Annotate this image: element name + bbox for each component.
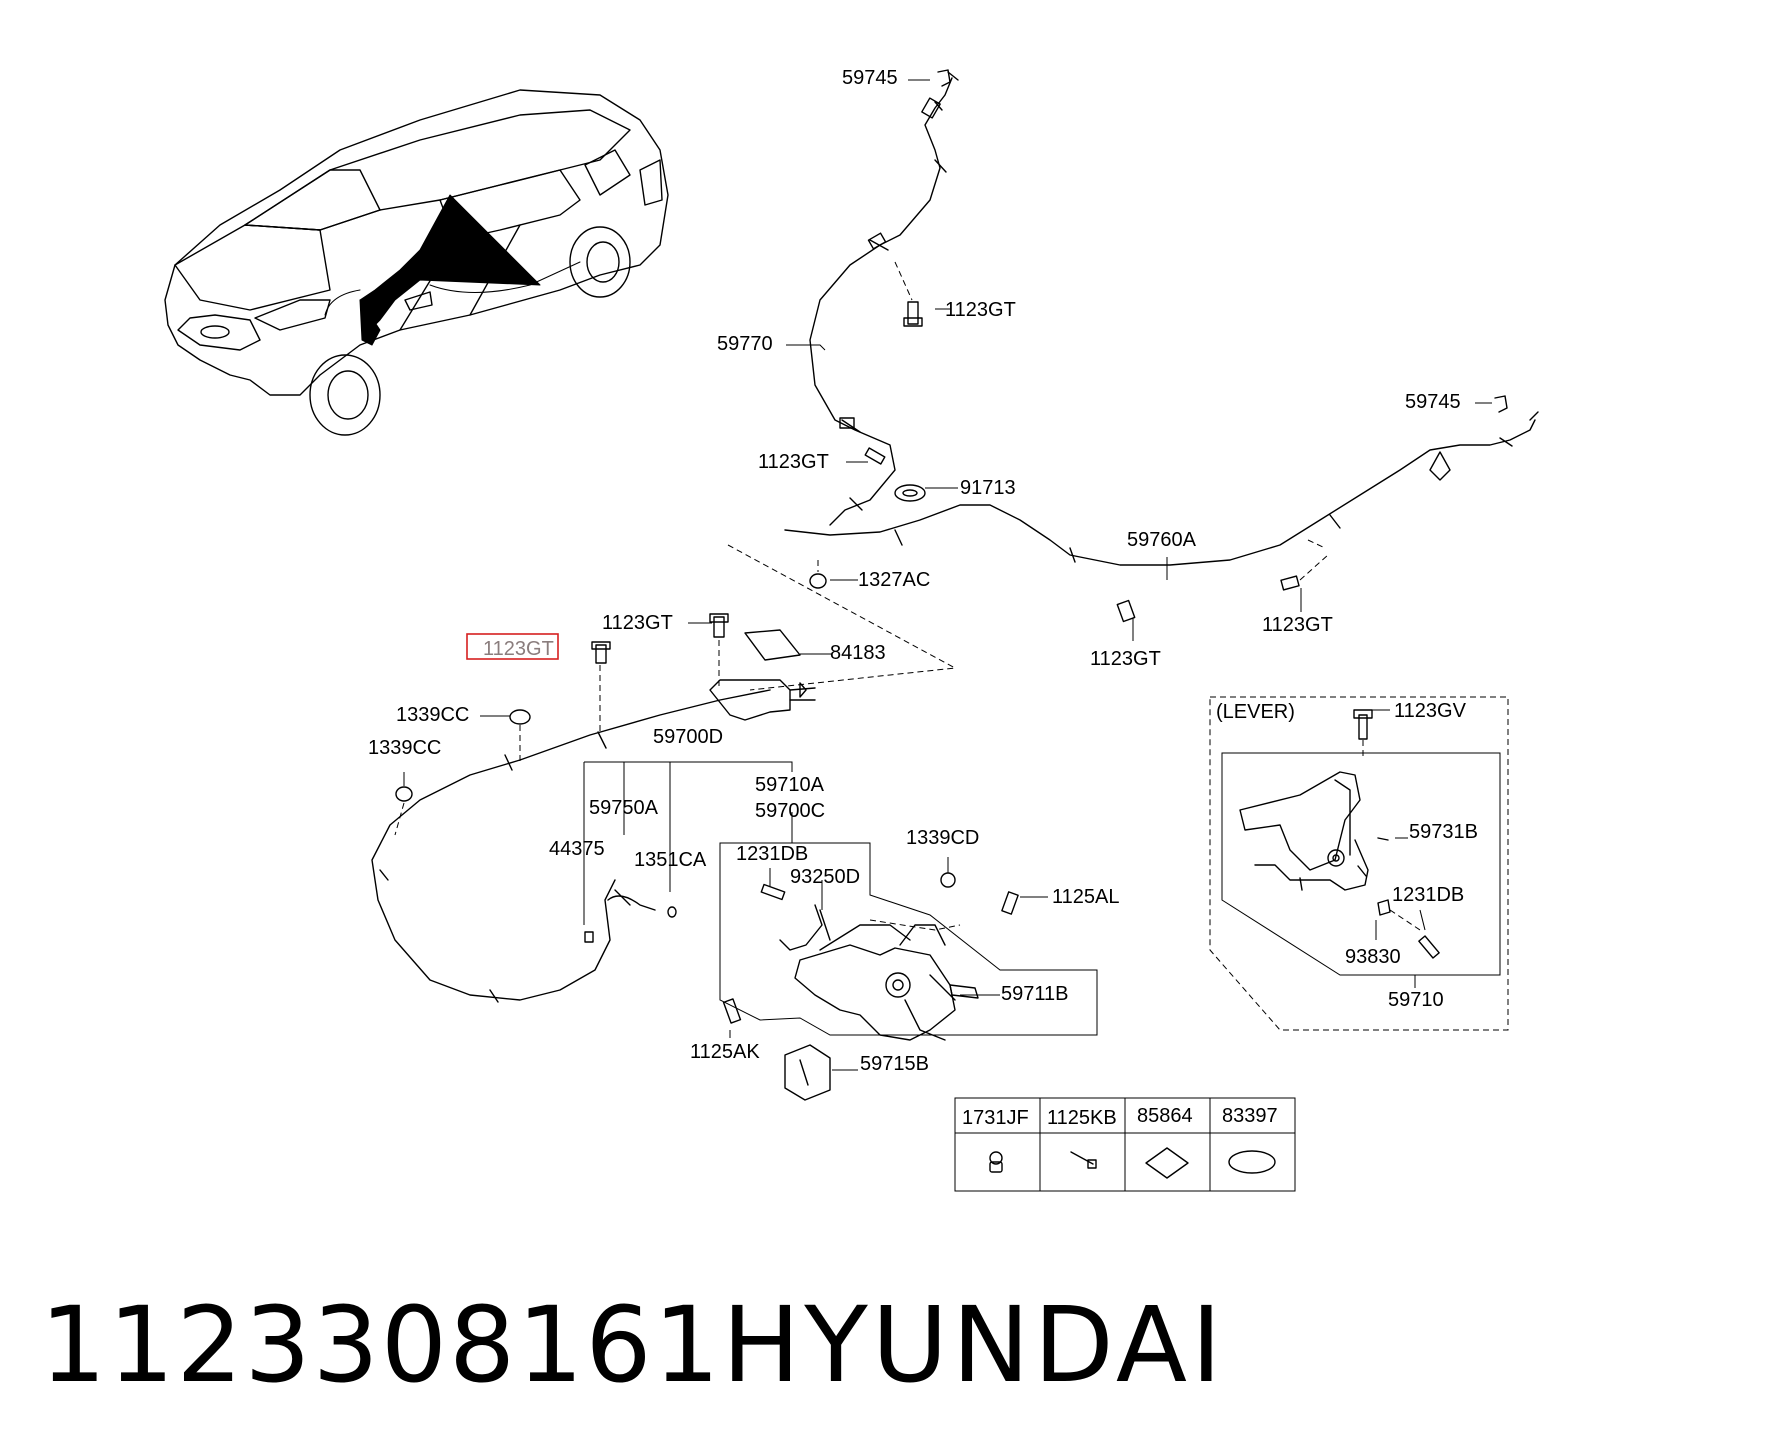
oval-plug-icon [1228,1150,1276,1174]
label-44375: 44375 [549,838,605,860]
bolt-icon [1353,709,1373,740]
bolt-icon [1001,891,1019,915]
label-1339CD: 1339CD [906,827,979,849]
pedal-cover [784,1044,831,1101]
label-1123GT: 1123GT [1262,614,1333,636]
label-91713: 91713 [960,477,1016,499]
nut-icon [809,573,827,589]
label-1123GT: 1123GT [945,299,1016,321]
label-1231DB: 1231DB [736,843,808,865]
label-1125AL: 1125AL [1052,886,1119,908]
car-illustration [164,89,669,436]
bolt-icon [722,998,742,1024]
label-59750A: 59750A [589,797,659,819]
label-59700C: 59700C [755,800,825,822]
bolt-icon [1280,575,1300,591]
label-59710A: 59710A [755,774,825,796]
label-lever: (LEVER) [1216,701,1295,723]
label-1123GT: 1123GT [1090,648,1161,670]
label-59700D: 59700D [653,726,723,748]
grommet-icon [509,709,531,725]
square-pad-icon [744,629,801,661]
parts-table: 1731JF 1125KB 85864 83397 [954,1097,1296,1192]
bolt-icon [1116,599,1136,623]
label-59770: 59770 [717,333,773,355]
bolt-icon [864,447,886,465]
label-1339CC: 1339CC [396,704,469,726]
bolt-icon [709,613,729,638]
label-1125AK: 1125AK [690,1041,760,1063]
cable-59760A [784,411,1539,566]
label-59710: 59710 [1388,989,1444,1011]
grommet-icon [894,484,926,502]
label-1123GT: 1123GT [758,451,829,473]
grouping-lines [727,539,1326,931]
bolt-icon [591,641,611,664]
label-84183: 84183 [830,642,886,664]
fasteners [394,69,1508,1101]
label-93830: 93830 [1345,946,1401,968]
cable-59700D [371,679,816,1003]
label-1339CC: 1339CC [368,737,441,759]
label-59711B: 59711B [1001,983,1068,1005]
table-code: 85864 [1137,1105,1193,1127]
callout-labels: 59745 1123GT 59770 59745 1123GT 91713 59… [368,67,1478,1075]
bolt-icon [1418,935,1440,959]
pedal-assembly [719,842,1098,1041]
label-1351CA: 1351CA [634,849,707,871]
label-1123GT-selected[interactable]: 1123GT [483,638,554,660]
table-code: 1125KB [1047,1107,1117,1129]
pedal-pad [949,984,979,999]
label-1123GT: 1123GT [602,612,673,634]
label-1123GV: 1123GV [1394,700,1467,722]
bolt-icon [903,301,923,327]
label-59731B: 59731B [1409,821,1478,843]
label-59745: 59745 [842,67,898,89]
label-1231DB: 1231DB [1392,884,1464,906]
label-59715B: 59715B [860,1053,929,1075]
cable-59770 [809,71,959,526]
label-93250D: 93250D [790,866,860,888]
parking-brake-diagram: 59745 1123GT 59770 59745 1123GT 91713 59… [164,67,1539,1192]
label-59760A: 59760A [1127,529,1197,551]
nut-icon [940,872,956,888]
table-code: 83397 [1222,1105,1278,1127]
square-pad-icon [1145,1147,1189,1179]
grommet-icon [395,786,413,802]
table-code: 1731JF [962,1107,1029,1129]
highlight-box [466,633,559,660]
lever-inset [1209,696,1509,1031]
label-1327AC: 1327AC [858,569,930,591]
grommet-icon [989,1151,1003,1173]
brand-caption: HYUNDAI [722,1284,1226,1406]
leader-lines [403,79,1492,1071]
bolt-icon [1070,1151,1097,1169]
bolt-icon [760,883,786,901]
label-59745: 59745 [1405,391,1461,413]
part-number-caption: 1123308161 [40,1284,722,1406]
